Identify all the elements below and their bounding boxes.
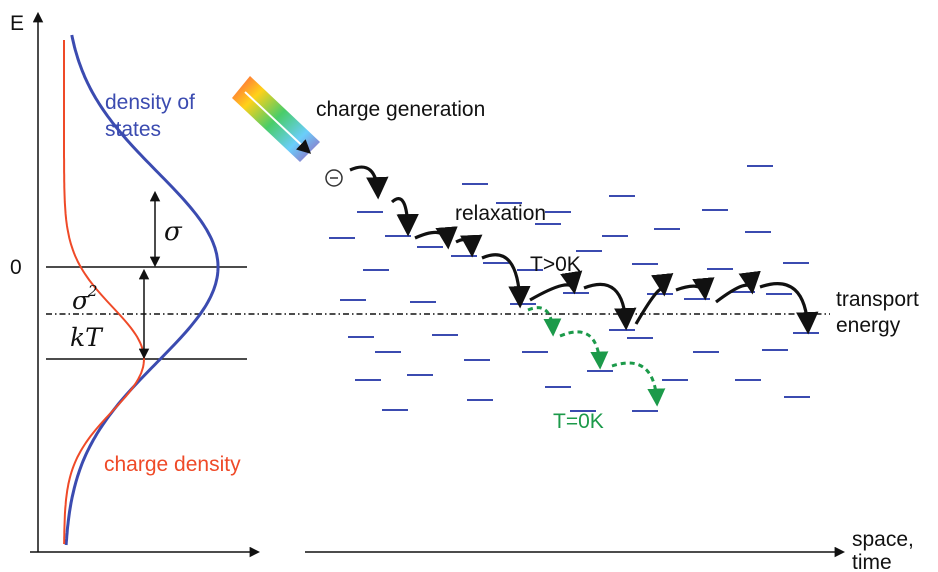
hops-finite-temperature bbox=[349, 165, 819, 335]
space-axis-label: space, bbox=[852, 528, 914, 551]
transport-energy-label-line1: transport bbox=[836, 288, 919, 311]
energy-axis-label: E bbox=[10, 12, 24, 35]
relaxation-label: relaxation bbox=[455, 202, 546, 225]
dos-label-line1: density of bbox=[105, 91, 195, 114]
zero-energy-label: 0 bbox=[10, 256, 22, 279]
charge-density-curve bbox=[63, 40, 146, 545]
green-hop-arrow bbox=[559, 330, 609, 370]
green-hop-arrow bbox=[611, 361, 666, 407]
hop-arrow bbox=[414, 226, 458, 250]
hop-arrow bbox=[759, 282, 819, 335]
sigma-squared-numerator: σ bbox=[72, 286, 90, 315]
sigma-symbol: σ bbox=[164, 217, 183, 247]
time-axis-label: time bbox=[852, 551, 892, 572]
hop-arrow bbox=[583, 282, 637, 331]
sigma-squared-exponent: 2 bbox=[87, 282, 98, 300]
hop-arrow bbox=[715, 270, 761, 304]
hop-arrow bbox=[529, 270, 583, 302]
dos-label-line2: states bbox=[105, 118, 161, 141]
t-zero-label: T=0K bbox=[553, 410, 604, 433]
hop-arrow bbox=[675, 277, 715, 301]
hop-arrow bbox=[349, 165, 389, 200]
hops-zero-temperature bbox=[527, 306, 666, 407]
hop-arrow bbox=[390, 197, 419, 237]
sigma-squared-over-kt-label: σ 2 kT bbox=[70, 282, 104, 352]
density-of-states-curve bbox=[64, 34, 220, 546]
charge-carrier-icon bbox=[325, 169, 343, 187]
t-above-zero-label: T>0K bbox=[530, 253, 581, 276]
green-hop-arrow bbox=[527, 306, 562, 337]
charge-density-label: charge density bbox=[104, 453, 241, 476]
hop-arrow bbox=[634, 273, 674, 325]
photon-beam-icon bbox=[232, 76, 320, 162]
hop-arrow bbox=[455, 234, 483, 258]
kt-denominator: kT bbox=[70, 323, 104, 352]
hop-arrow bbox=[481, 253, 531, 309]
transport-energy-label-line2: energy bbox=[836, 314, 901, 337]
charge-generation-label: charge generation bbox=[316, 98, 485, 121]
